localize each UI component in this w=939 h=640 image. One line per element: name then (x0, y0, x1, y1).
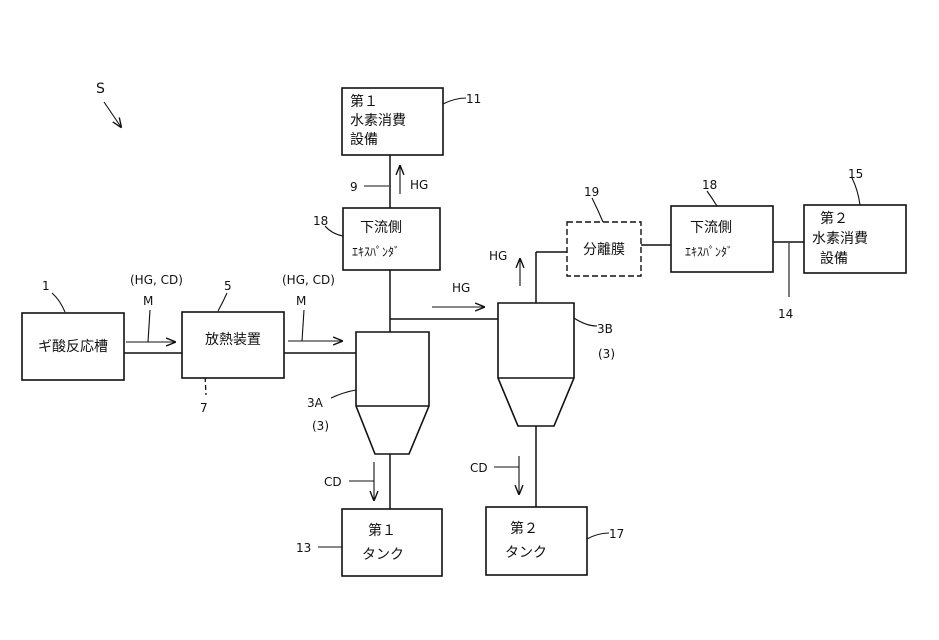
flow-arrow-1-m-leader (147, 309, 151, 343)
tank2-line1: 第２ (510, 520, 538, 537)
ref-17: 17 (609, 527, 624, 541)
consumer2-line1: 第２ (820, 210, 848, 227)
leader-18b (706, 190, 718, 207)
ref-5: 5 (224, 279, 232, 293)
ref-3b-sub: (3) (598, 347, 615, 361)
ref-3b: 3B (597, 322, 613, 336)
ref-19: 19 (584, 185, 599, 199)
leader-19 (591, 197, 604, 223)
heat-radiator-box: 放熱装置 (181, 311, 285, 379)
separation-membrane-box: 分離膜 (566, 221, 642, 277)
flow-label-hg-up-1: HG (410, 178, 428, 192)
flow-label-hgcd-1: (HG, CD) (130, 273, 183, 287)
hydrogen-consumer-1-box: 第１ 水素消費 設備 (341, 87, 444, 156)
ref-11: 11 (466, 92, 481, 106)
consumer2-line3: 設備 (820, 251, 848, 267)
downstream-expander-b-box: 下流側 ｴｷｽﾊﾟﾝﾀﾞ (670, 205, 774, 273)
consumer1-line2: 水素消費 (350, 113, 406, 129)
pipe-7-leader (203, 352, 207, 396)
flow-label-hg-right: HG (452, 281, 470, 295)
leader-1 (51, 292, 66, 313)
tank1-line2: タンク (362, 547, 404, 563)
tank-1-box: 第１ タンク (341, 508, 443, 577)
flow-label-cd-2: CD (470, 461, 488, 475)
leader-5 (217, 292, 228, 312)
formic-acid-reactor-label: ギ酸反応槽 (38, 339, 108, 355)
leader-3a (330, 389, 357, 399)
separator-vessel-3b (497, 302, 575, 427)
leader-15 (851, 177, 861, 206)
consumer2-line2: 水素消費 (812, 231, 868, 247)
ref-14: 14 (778, 307, 793, 321)
tank2-line2: タンク (505, 545, 547, 561)
flow-label-hgcd-2: (HG, CD) (282, 273, 335, 287)
ref-18a: 18 (313, 214, 328, 228)
consumer1-line3: 設備 (350, 132, 378, 148)
ref-3a-sub: (3) (312, 419, 329, 433)
hydrogen-consumer-2-box: 第２ 水素消費 設備 (803, 204, 907, 274)
ref-7: 7 (200, 401, 208, 415)
flow-label-cd-1: CD (324, 475, 342, 489)
leader-18a (324, 225, 344, 237)
consumer1-line1: 第１ (350, 93, 378, 110)
flow-label-m-2: M (296, 294, 306, 308)
figure-label: S (96, 81, 105, 97)
expander-b-line2: ｴｷｽﾊﾟﾝﾀﾞ (685, 245, 733, 259)
ref-9: 9 (350, 180, 358, 194)
separation-membrane-label: 分離膜 (583, 241, 625, 258)
leader-3b (573, 317, 598, 327)
downstream-expander-a-box: 下流側 ｴｷｽﾊﾟﾝﾀﾞ (342, 207, 441, 271)
flow-label-hg-up-2: HG (489, 249, 507, 263)
tank-2-box: 第２ タンク (485, 506, 588, 576)
expander-b-line1: 下流側 (690, 220, 732, 236)
leader-17 (586, 532, 610, 540)
ref-1: 1 (42, 279, 50, 293)
formic-acid-reactor-box: ギ酸反応槽 (21, 312, 125, 381)
tank1-line1: 第１ (368, 522, 396, 539)
ref-13: 13 (296, 541, 311, 555)
flow-arrow-2-m-leader (301, 309, 305, 342)
figure-label-arrow (103, 101, 121, 127)
leader-11 (442, 97, 467, 105)
ref-18b: 18 (702, 178, 717, 192)
expander-a-line1: 下流側 (360, 220, 402, 236)
ref-3a: 3A (307, 396, 324, 410)
heat-radiator-label: 放熱装置 (205, 332, 261, 348)
separator-vessel-3a (355, 331, 430, 455)
flow-label-m-1: M (143, 294, 153, 308)
expander-a-line2: ｴｷｽﾊﾟﾝﾀﾞ (352, 245, 400, 259)
ref-15: 15 (848, 167, 863, 181)
